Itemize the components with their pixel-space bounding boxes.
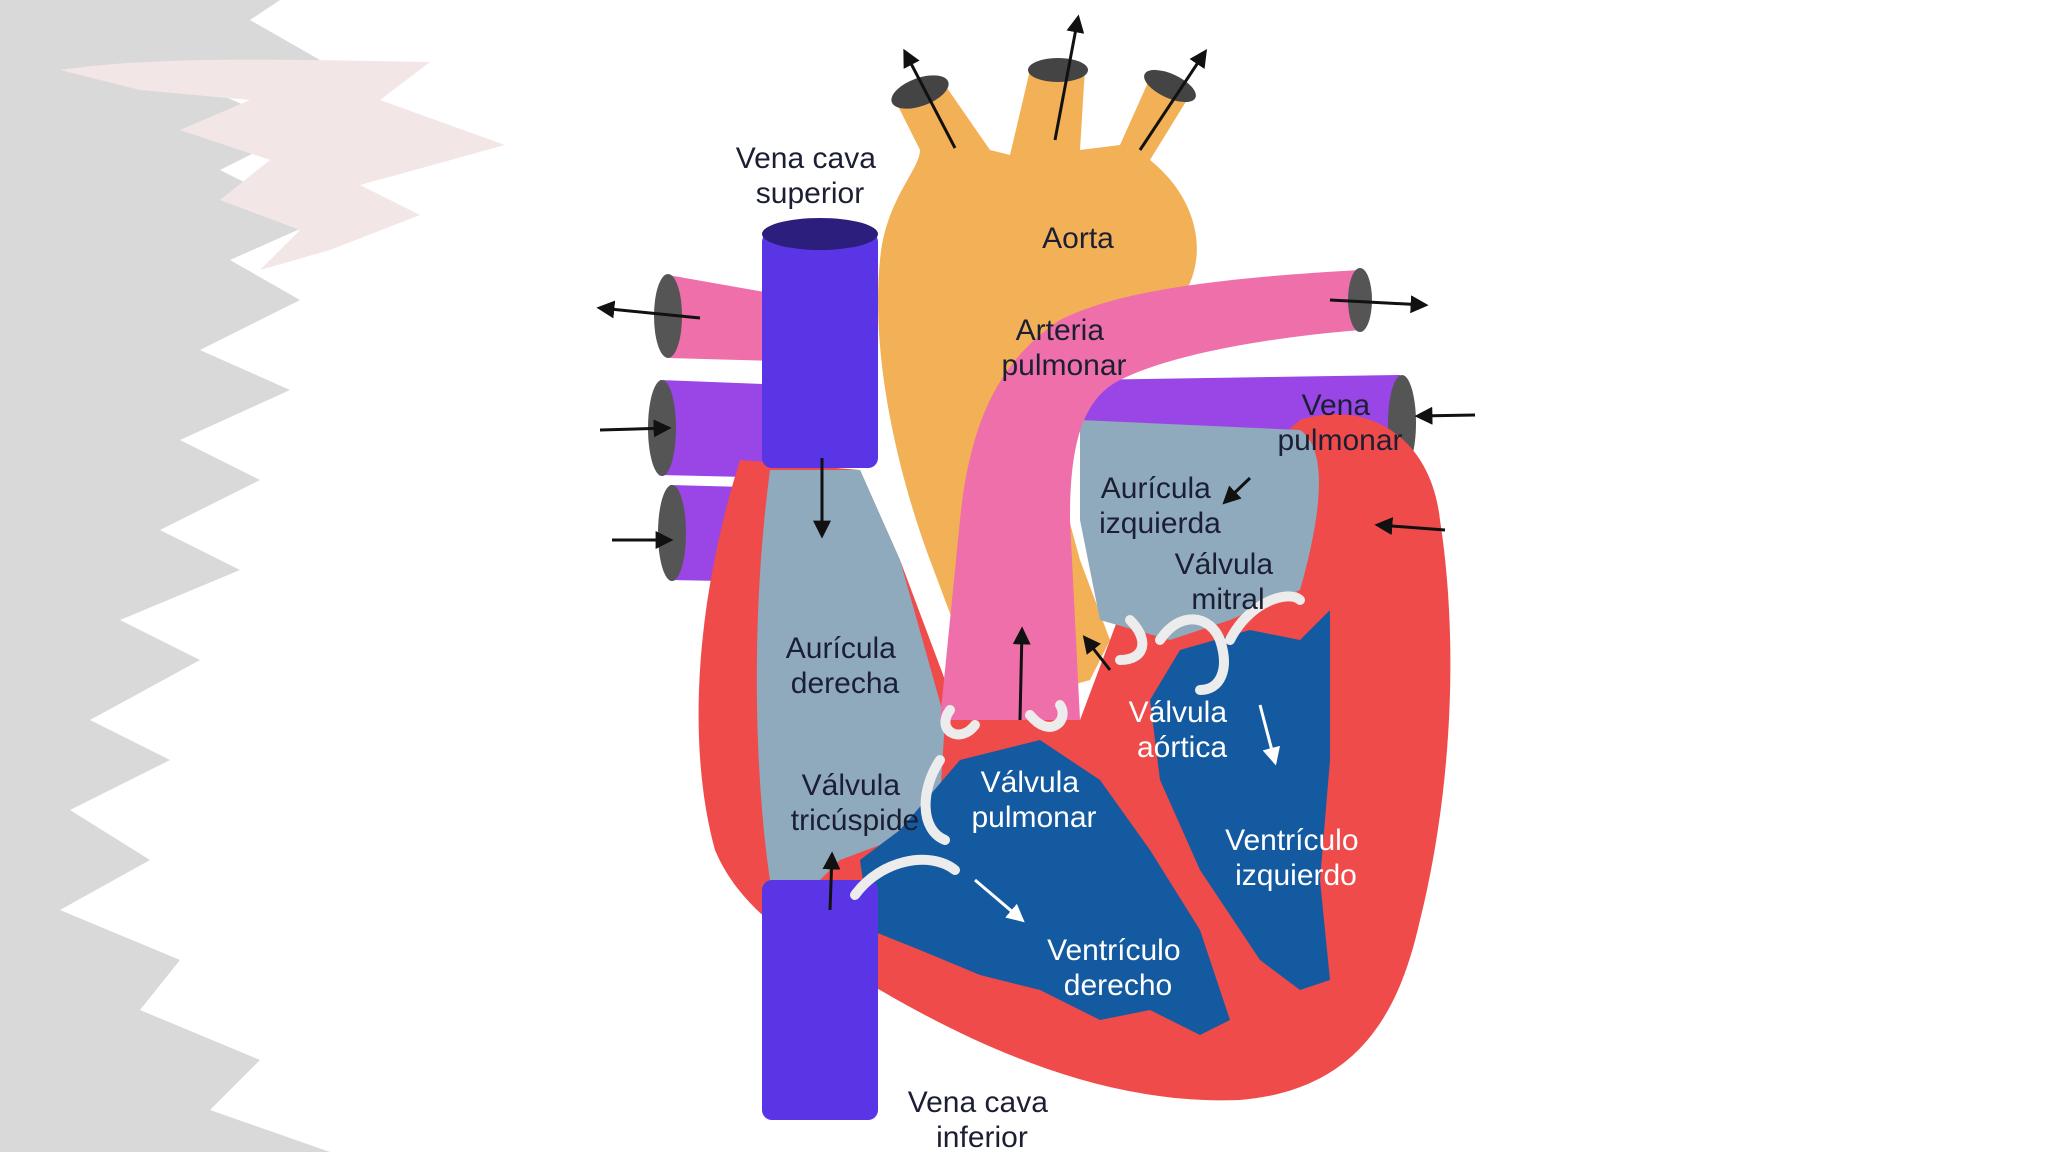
- brush-pink-shape: [60, 59, 505, 271]
- aortic-valve-cusp: [1115, 615, 1148, 665]
- vena-cava: [762, 218, 878, 1120]
- label-valvula-pulmonar: Válvula pulmonar: [971, 766, 1096, 834]
- label-auricula-derecha: Aurícula derecha: [786, 632, 904, 700]
- label-ventriculo-izquierdo: Ventrículo izquierdo: [1225, 824, 1367, 892]
- arrow-aorta-branch-1: [903, 48, 957, 149]
- label-valvula-tricuspide: Válvula tricúspide: [791, 769, 919, 837]
- label-arteria-pulmonar: Arteria pulmonar: [1001, 314, 1126, 382]
- valves: [850, 591, 1305, 900]
- pulmonary-valve-cusp-right: [1025, 700, 1068, 732]
- right-atrium: [756, 470, 945, 900]
- left-pulmonary-vein-lower-end: [658, 485, 686, 581]
- aorta-branch-1-end: [891, 75, 949, 109]
- arrow-aortic-valve-up: [1082, 635, 1112, 671]
- vena-cava-superior-opening: [762, 218, 878, 250]
- arrow-right-pulmonary-artery: [1329, 295, 1429, 314]
- label-ventriculo-derecho: Ventrículo derecho: [1047, 934, 1189, 1002]
- arrow-right-pulmonary-vein-upper: [1414, 406, 1476, 425]
- aorta-branch-2-end: [1028, 58, 1088, 82]
- aorta-branch-3-end: [1144, 69, 1196, 103]
- left-pulmonary-vein-upper: [660, 380, 790, 478]
- label-vena-cava-inferior: Vena cava inferior: [908, 1086, 1056, 1152]
- pulmonary-artery: [940, 268, 1372, 720]
- arrow-left-pulmonary-vein-upper: [599, 419, 672, 438]
- arrow-aorta-branch-3: [1138, 48, 1207, 151]
- tricuspid-valve-lower: [850, 854, 960, 900]
- flow-arrows: [596, 14, 1476, 923]
- vena-cava-superior-shape: [762, 232, 878, 468]
- label-valvula-mitral: Válvula mitral: [1175, 548, 1282, 616]
- arrow-right-ventricle-out: [974, 878, 1025, 923]
- arrow-pulmonary-valve-up: [1012, 626, 1031, 721]
- pulmonary-valve-cusp-left: [940, 705, 980, 740]
- tricuspid-valve-upper: [920, 755, 950, 845]
- mitral-valve-right: [1225, 591, 1305, 645]
- mitral-valve-left: [1155, 614, 1229, 695]
- label-auricula-izquierda: Aurícula izquierda: [1099, 472, 1221, 540]
- left-atrium: [1080, 420, 1319, 640]
- label-aorta: Aorta: [1042, 222, 1114, 255]
- brush-gray-shape: [0, 0, 330, 1152]
- arrow-left-pulmonary-artery: [596, 300, 701, 320]
- vena-cava-inferior-shape: [762, 880, 878, 1120]
- label-vena-pulmonar: Vena pulmonar: [1277, 389, 1402, 457]
- label-valvula-aortica: Válvula aórtica: [1129, 696, 1236, 764]
- left-ventricle: [1150, 610, 1330, 990]
- arrow-left-atrium-in: [1222, 476, 1252, 505]
- right-ventricle: [860, 740, 1230, 1035]
- brush-stroke-decoration: [0, 0, 505, 1152]
- arrow-vena-cava-inferior: [822, 851, 841, 911]
- label-vena-cava-superior: Vena cava superior: [736, 142, 884, 210]
- arrow-left-ventricle-in: [1258, 704, 1281, 766]
- pulmonary-artery-right-end: [1348, 268, 1372, 332]
- arrow-aorta-branch-2: [1053, 14, 1085, 141]
- arrow-right-pulmonary-vein-lower: [1374, 517, 1446, 536]
- pulmonary-artery-shape: [940, 270, 1360, 720]
